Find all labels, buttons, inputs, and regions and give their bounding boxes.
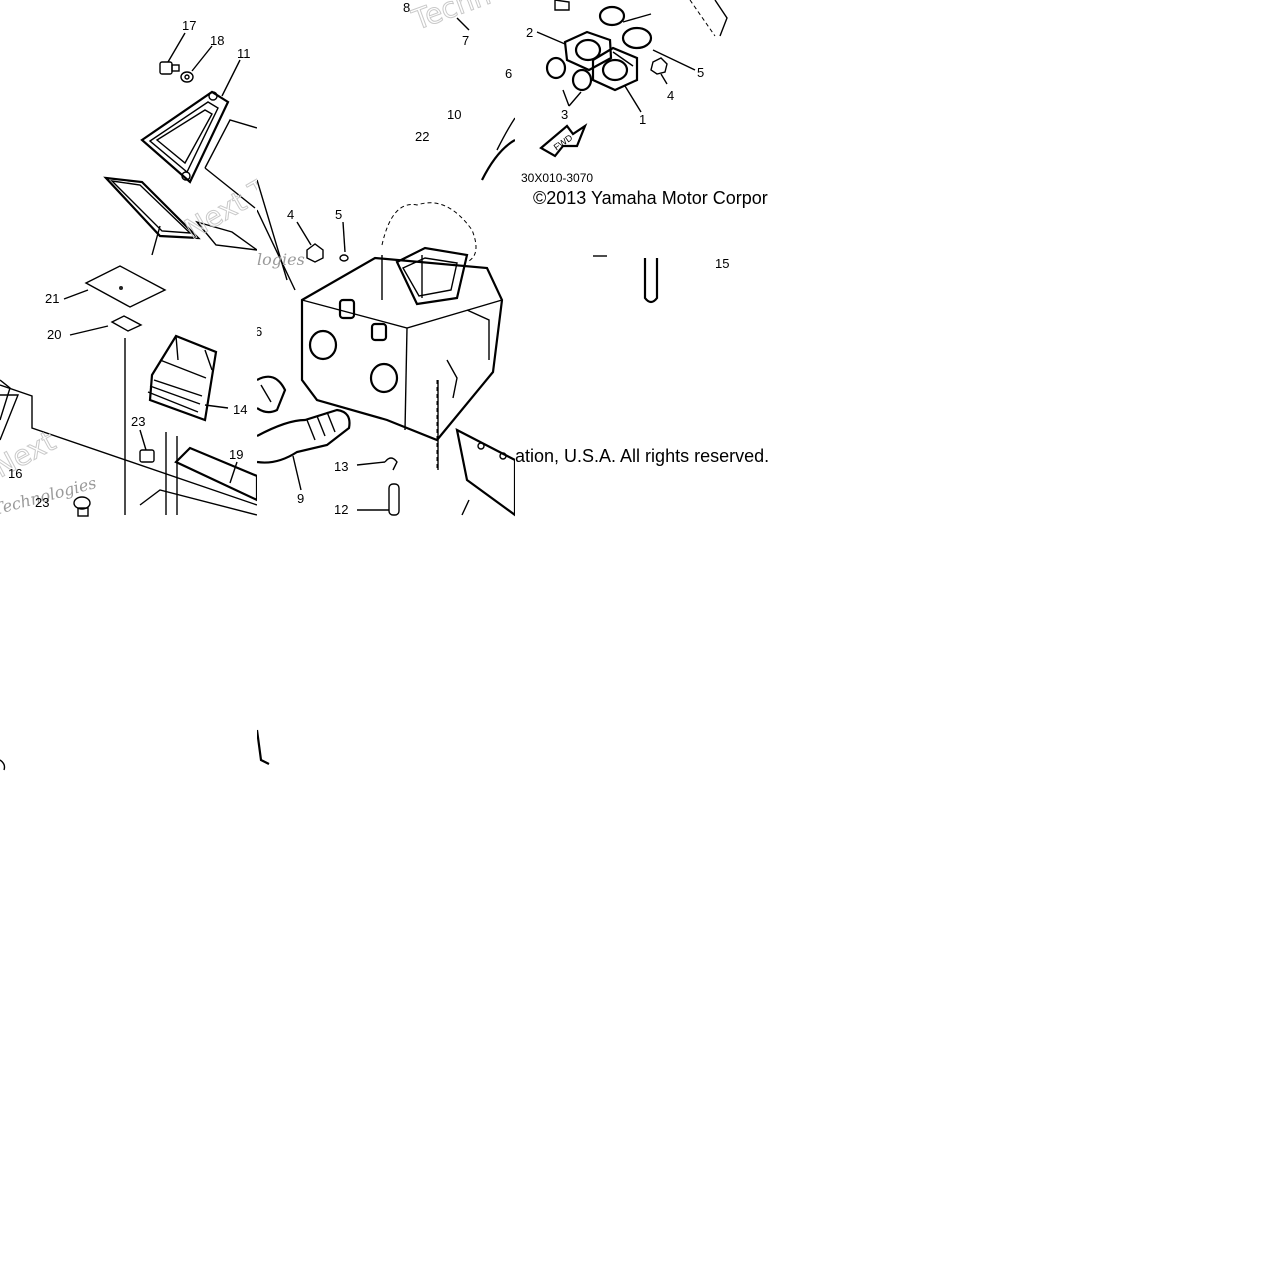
callout-label: 6 [257, 324, 262, 339]
callout-label: 16 [8, 466, 22, 481]
callout-label: 10 [447, 107, 461, 122]
diagram-tile-right-bottom: 15 [515, 210, 770, 410]
callout-label: 3 [561, 107, 568, 122]
callout-label: 5 [697, 65, 704, 80]
callout-label: 4 [667, 88, 674, 103]
diagram-tile-left: Next Tec Next Technologies 17 18 11 21 2… [0, 0, 257, 780]
callout-label: 11 [237, 46, 251, 61]
callout-label: 17 [182, 18, 196, 33]
callout-label: 6 [505, 66, 512, 81]
callout-label: 20 [47, 327, 61, 342]
callout-label: 14 [233, 402, 247, 417]
diagram-tile-right-top: FWD 30X010-3070 2 3 1 4 5 [515, 0, 770, 200]
watermark-text: Techn [407, 0, 495, 37]
left-tile-drawing: Next Tec Next Technologies 17 18 11 21 2… [0, 18, 257, 771]
callout-label: 5 [335, 207, 342, 222]
middle-tile-drawing: Techn logies 4 5 6 9 13 12 8 7 6 10 22 2… [257, 0, 515, 765]
hose-drawing: 15 [593, 255, 729, 304]
callout-label: 4 [287, 207, 294, 222]
callout-label: 7 [462, 33, 469, 48]
callout-label: 1 [639, 112, 646, 127]
watermark-text: logies [257, 250, 305, 269]
callout-label: 18 [210, 33, 224, 48]
callout-label: 13 [334, 459, 348, 474]
copyright-text-bottom: ation, U.S.A. All rights reserved. [515, 446, 770, 466]
callout-label: 23 [131, 414, 145, 429]
diagram-tile-middle: Techn logies 4 5 6 9 13 12 8 7 6 10 22 2… [257, 0, 515, 780]
callout-label: 19 [229, 447, 243, 462]
copyright-text-top: ©2013 Yamaha Motor Corpor [533, 188, 768, 208]
callout-label: 15 [715, 256, 729, 271]
callout-label: 21 [45, 291, 59, 306]
callout-label: 23 [35, 495, 49, 510]
callout-label: 9 [297, 491, 304, 506]
watermark-text: Next Tec [179, 158, 257, 246]
callout-label: 12 [334, 502, 348, 517]
callout-label: 8 [403, 0, 410, 15]
part-code: 30X010-3070 [521, 171, 593, 185]
callout-label: 2 [526, 25, 533, 40]
callout-label: 22 [415, 129, 429, 144]
right-tile-drawing: FWD 30X010-3070 2 3 1 4 5 [521, 0, 728, 185]
